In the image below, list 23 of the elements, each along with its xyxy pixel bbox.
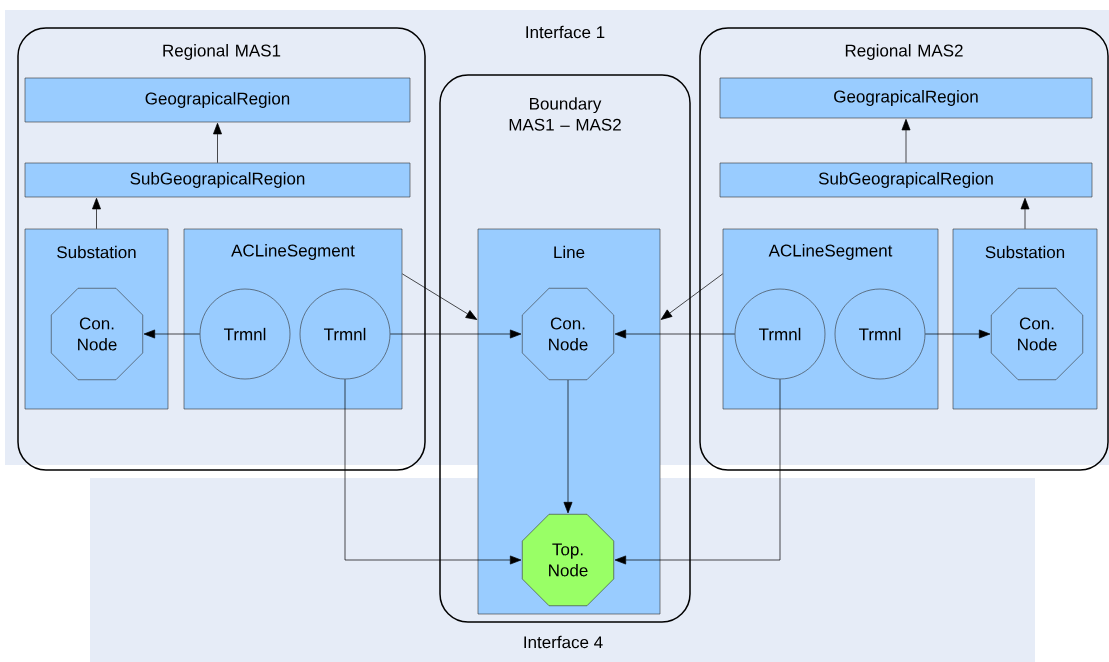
arrow — [924, 329, 991, 339]
arrow — [660, 273, 724, 320]
arrow — [92, 197, 101, 230]
arrow — [614, 329, 736, 339]
class-box: GeograpicalRegion — [719, 77, 1093, 119]
class-box: SubGeograpicalRegion — [24, 162, 411, 198]
arrow — [213, 122, 222, 164]
arrow — [401, 273, 478, 320]
arrow — [389, 329, 522, 339]
node-octagon: Con. Node — [50, 287, 144, 381]
node-octagon: Con. Node — [521, 287, 615, 381]
arrow — [143, 329, 201, 339]
arrow — [1020, 197, 1030, 230]
arrow — [563, 379, 573, 514]
node-octagon: Con. Node — [991, 287, 1084, 381]
class-box: GeograpicalRegion — [24, 77, 411, 123]
band-label: Interface 1 — [526, 25, 605, 39]
class-box: SubGeograpicalRegion — [719, 162, 1093, 198]
arrow — [901, 118, 911, 164]
node-octagon: Top. Node — [521, 514, 615, 607]
arrow — [344, 378, 522, 565]
band-label: Interface 4 — [524, 635, 603, 649]
arrow — [614, 378, 781, 565]
